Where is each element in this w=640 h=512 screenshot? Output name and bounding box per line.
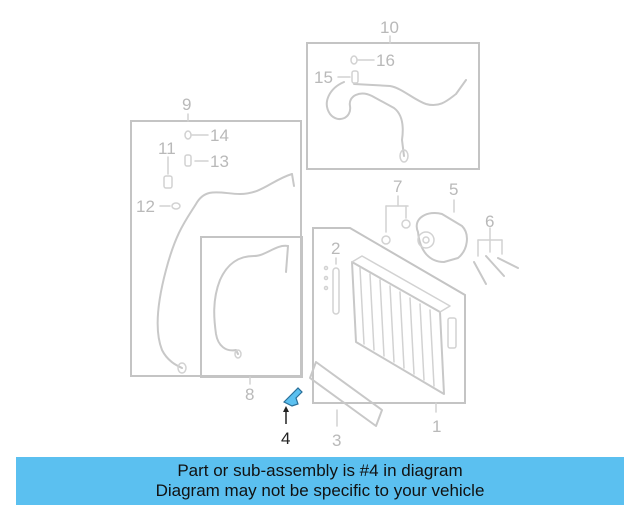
callout-8: 8 (245, 385, 254, 404)
callout-4: 4 (281, 429, 290, 448)
part-3-seal (309, 361, 383, 427)
callout-9: 9 (182, 95, 191, 114)
part-info-banner: Part or sub-assembly is #4 in diagram Di… (16, 457, 624, 505)
condenser-assembly (312, 227, 466, 413)
part-4-bracket (282, 387, 303, 424)
callout-7: 7 (393, 177, 402, 196)
callout-16: 16 (376, 51, 395, 70)
callout-12: 12 (136, 197, 155, 216)
banner-line-disclaimer: Diagram may not be specific to your vehi… (155, 481, 485, 500)
callout-10: 10 (380, 18, 399, 37)
callout-11: 11 (158, 139, 176, 158)
group-8-box (200, 236, 303, 378)
callout-3: 3 (332, 431, 341, 450)
callout-5: 5 (449, 180, 458, 199)
group-10-box (306, 42, 480, 170)
callout-15: 15 (314, 68, 333, 87)
group-1-box (312, 227, 466, 404)
callout-1: 1 (432, 417, 441, 436)
callout-2: 2 (331, 239, 340, 258)
group-10-hose-assembly (306, 35, 480, 170)
callout-6: 6 (485, 212, 494, 231)
group-8-line-assembly (200, 236, 303, 385)
callout-14: 14 (210, 126, 229, 145)
ac-system-diagram: 1 2 3 4 5 6 7 8 9 10 11 12 13 14 15 16 (130, 18, 519, 450)
banner-line-part: Part or sub-assembly is #4 in diagram (177, 461, 463, 480)
compressor-assembly (381, 195, 519, 285)
callout-13: 13 (210, 152, 229, 171)
